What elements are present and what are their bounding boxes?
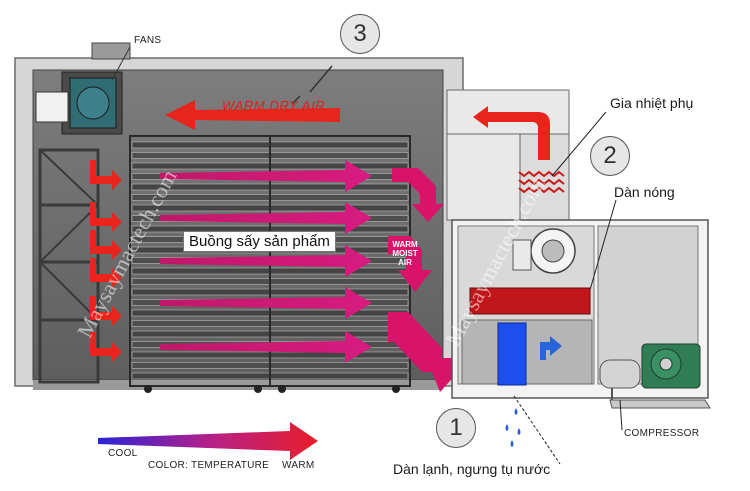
auxiliary-heater-coil: [518, 111, 607, 194]
fans-label: FANS: [134, 35, 162, 46]
airflow-arrows: [160, 160, 372, 363]
callout-3-leader-b: [291, 95, 301, 105]
callout-3-leader: [309, 65, 333, 93]
color-temperature-label: COLOR: TEMPERATURE: [148, 460, 270, 471]
compressor-label: COMPRESSOR: [624, 428, 700, 439]
moist-air-arrows: [388, 168, 460, 392]
auxiliary-heater-label: Gia nhiệt phụ: [610, 95, 694, 111]
drying-chamber-label: Buồng sấy sản phẩm: [183, 231, 336, 252]
warm-moist-air-line-3: AIR: [398, 258, 412, 267]
callout-2: 2: [590, 136, 630, 176]
callout-1: 1: [436, 408, 476, 448]
warm-moist-air-line-2: MOIST: [392, 249, 418, 258]
warm-moist-air-line-1: WARM: [392, 240, 418, 249]
warm-dry-air-label: WARM DRY AIR: [222, 98, 326, 113]
inflow-arrows: [90, 160, 122, 362]
evaporator-leader: [513, 395, 561, 465]
condenser-label: Dàn nóng: [614, 184, 675, 200]
fan-unit: [35, 42, 131, 135]
warm-dry-air-arrow: [165, 100, 340, 130]
temperature-legend-arrow: [98, 422, 318, 460]
left-rack: [38, 148, 100, 384]
evaporator-label: Dàn lạnh, ngưng tụ nước: [393, 461, 551, 477]
water-droplets: [505, 408, 521, 447]
heat-pump-unit: [451, 199, 711, 409]
cool-label: COOL: [108, 448, 138, 459]
air-duct: [446, 89, 570, 221]
callout-3: 3: [340, 14, 380, 54]
warm-label: WARM: [282, 460, 315, 471]
compressor: [599, 343, 701, 431]
warm-moist-air-label: WARM MOIST AIR: [388, 240, 422, 267]
